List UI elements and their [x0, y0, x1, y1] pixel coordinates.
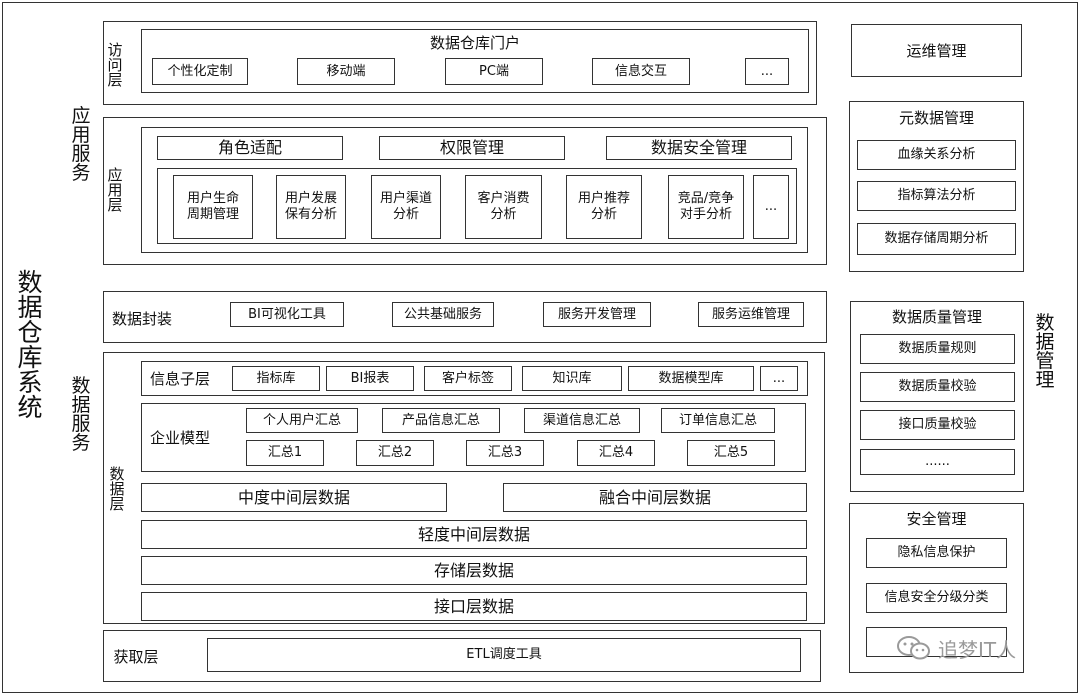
vertical-char: 据: [109, 479, 125, 498]
vertical-char: 数: [109, 464, 125, 483]
info-security-grading[interactable]: 信息安全分级分类: [866, 583, 1007, 613]
privacy-protection[interactable]: 隐私信息保护: [866, 538, 1007, 568]
role-adapt-box[interactable]: 角色适配: [157, 136, 343, 160]
vertical-char: 用: [107, 180, 123, 199]
data-mgmt-label: 数据管理: [1030, 306, 1060, 398]
watermark: 追梦IT人: [896, 631, 1048, 665]
ops-mgmt-box[interactable]: 运维管理: [851, 24, 1022, 77]
ent-summary-3[interactable]: 汇总3: [466, 440, 544, 466]
vertical-char: 管: [1035, 350, 1055, 372]
vertical-char: 服: [71, 143, 91, 165]
app-item-more[interactable]: ...: [753, 175, 789, 239]
meta-metric-algo[interactable]: 指标算法分析: [857, 181, 1016, 211]
access-item-mobile[interactable]: 移动端: [297, 58, 395, 85]
ent-order-summary[interactable]: 订单信息汇总: [661, 408, 775, 433]
system-title: 数据仓库系统: [12, 250, 48, 440]
meta-lineage[interactable]: 血缘关系分析: [857, 140, 1016, 170]
metadata-title: 元数据管理: [898, 108, 974, 127]
vertical-char: 服: [71, 413, 91, 435]
security-extra-item[interactable]: [866, 627, 1007, 657]
vertical-char: 数: [1035, 312, 1055, 334]
vertical-char: 应: [71, 105, 91, 127]
vertical-char: 问: [107, 55, 123, 74]
data-package-label: 数据封装: [111, 309, 172, 328]
pkg-public-service[interactable]: 公共基础服务: [392, 302, 494, 327]
info-item-knowledge[interactable]: 知识库: [522, 366, 622, 391]
vertical-char: 务: [71, 432, 91, 454]
interface-quality-check[interactable]: 接口质量校验: [860, 410, 1015, 440]
vertical-char: 系: [17, 368, 43, 397]
access-item-pc[interactable]: PC端: [445, 58, 543, 85]
mid-fusion-layer[interactable]: 融合中间层数据: [503, 483, 807, 512]
data-security-box[interactable]: 数据安全管理: [606, 136, 792, 160]
info-item-more[interactable]: ...: [760, 366, 798, 391]
vertical-char: 库: [17, 343, 43, 372]
enterprise-label: 企业模型: [149, 428, 210, 447]
ent-summary-4[interactable]: 汇总4: [577, 440, 655, 466]
ent-personal-summary[interactable]: 个人用户汇总: [246, 408, 358, 433]
etl-tool[interactable]: ETL调度工具: [207, 638, 801, 672]
ent-summary-5[interactable]: 汇总5: [687, 440, 775, 466]
portal-title: 数据仓库门户: [429, 33, 520, 52]
ent-product-summary[interactable]: 产品信息汇总: [382, 408, 500, 433]
data-layer-label: 数据层: [106, 462, 128, 516]
vertical-char: 层: [109, 494, 125, 513]
vertical-char: 据: [71, 394, 91, 416]
quality-check[interactable]: 数据质量校验: [860, 372, 1015, 402]
app-item-channel[interactable]: 用户渠道 分析: [371, 175, 441, 239]
vertical-char: 据: [1035, 331, 1055, 353]
access-item-more[interactable]: ...: [745, 58, 789, 85]
storage-layer[interactable]: 存储层数据: [141, 556, 807, 585]
vertical-char: 层: [107, 195, 123, 214]
app-layer-label: 应用层: [104, 160, 126, 220]
app-service-label: 应用服务: [66, 95, 96, 195]
ent-channel-summary[interactable]: 渠道信息汇总: [524, 408, 640, 433]
vertical-char: 层: [107, 70, 123, 89]
mid-heavy-layer[interactable]: 中度中间层数据: [141, 483, 447, 512]
info-sub-label: 信息子层: [149, 369, 210, 388]
vertical-char: 理: [1035, 369, 1055, 391]
vertical-char: 统: [17, 393, 43, 422]
permission-box[interactable]: 权限管理: [379, 136, 565, 160]
data-service-label: 数据服务: [66, 365, 96, 465]
vertical-char: 仓: [17, 318, 43, 347]
vertical-char: 务: [71, 162, 91, 184]
quality-more[interactable]: ......: [860, 449, 1015, 475]
app-item-competitor[interactable]: 竞品/竞争 对手分析: [668, 175, 744, 239]
pkg-dev-mgmt[interactable]: 服务开发管理: [543, 302, 651, 327]
vertical-char: 数: [17, 268, 43, 297]
vertical-char: 据: [17, 293, 43, 322]
acquire-label: 获取层: [113, 647, 159, 666]
pkg-bi-tool[interactable]: BI可视化工具: [230, 302, 344, 327]
interface-layer[interactable]: 接口层数据: [141, 592, 807, 621]
vertical-char: 数: [71, 375, 91, 397]
app-item-recommend[interactable]: 用户推荐 分析: [566, 175, 642, 239]
quality-rule[interactable]: 数据质量规则: [860, 334, 1015, 364]
app-item-consumption[interactable]: 客户消费 分析: [465, 175, 542, 239]
access-item-personalize[interactable]: 个性化定制: [152, 58, 248, 85]
ent-summary-1[interactable]: 汇总1: [246, 440, 324, 466]
light-mid-layer[interactable]: 轻度中间层数据: [141, 520, 807, 549]
app-item-retention[interactable]: 用户发展 保有分析: [276, 175, 346, 239]
pkg-ops-mgmt[interactable]: 服务运维管理: [698, 302, 804, 327]
vertical-char: 访: [107, 40, 123, 59]
wechat-icon: [897, 636, 930, 660]
info-item-customer-tag[interactable]: 客户标签: [424, 366, 512, 391]
meta-storage-cycle[interactable]: 数据存储周期分析: [857, 223, 1016, 255]
vertical-char: 用: [71, 124, 91, 146]
info-item-bi-report[interactable]: BI报表: [326, 366, 414, 391]
app-item-lifecycle[interactable]: 用户生命 周期管理: [173, 175, 253, 239]
ent-summary-2[interactable]: 汇总2: [356, 440, 434, 466]
info-item-model-lib[interactable]: 数据模型库: [628, 366, 754, 391]
quality-title: 数据质量管理: [891, 307, 982, 326]
vertical-char: 应: [107, 165, 123, 184]
access-layer-label: 访问层: [104, 35, 126, 95]
info-item-metric-lib[interactable]: 指标库: [232, 366, 320, 391]
access-item-info-exchange[interactable]: 信息交互: [592, 58, 690, 85]
watermark-text: 追梦IT人: [938, 637, 1017, 662]
security-title: 安全管理: [906, 509, 967, 528]
